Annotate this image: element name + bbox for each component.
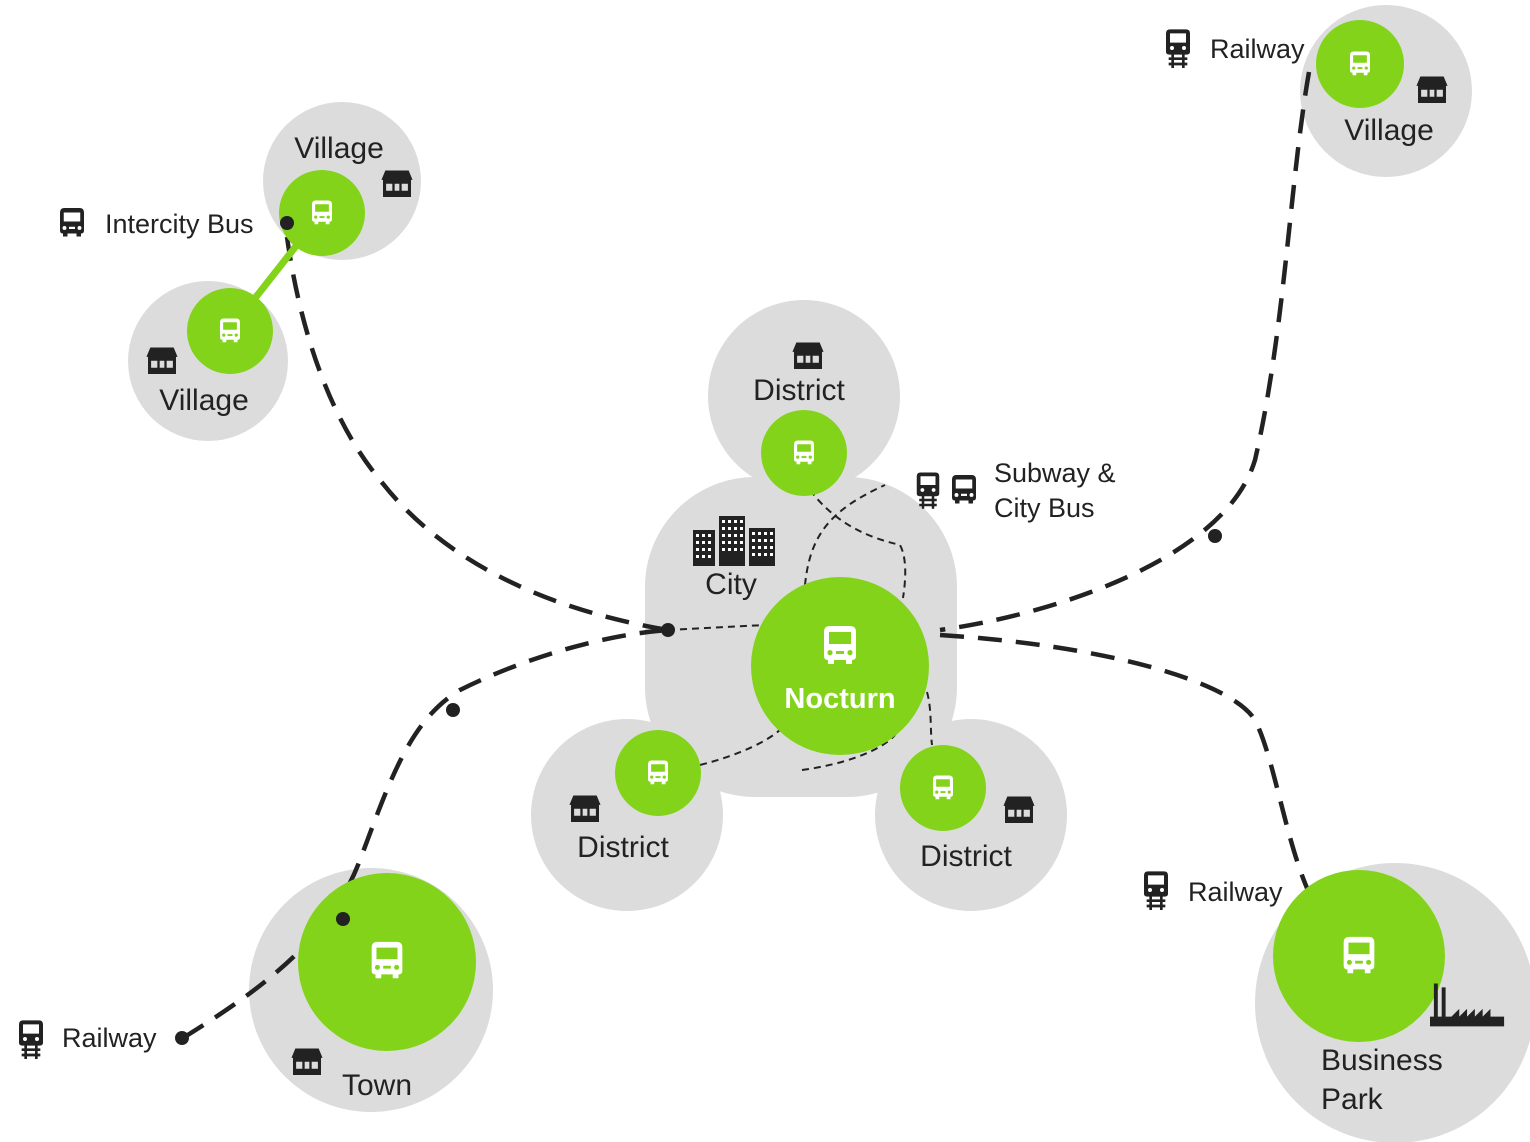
train-icon <box>19 1020 43 1059</box>
route-intercity-bus <box>284 236 669 633</box>
stop-district-n[interactable] <box>761 410 847 496</box>
nocturn-label: Nocturn <box>784 683 895 715</box>
labels: Village Village Village District City Di… <box>62 34 1443 1116</box>
stop-village-ne[interactable] <box>1316 20 1404 108</box>
house-icon <box>146 347 178 374</box>
city-local-lines <box>667 484 933 771</box>
stop-nocturn[interactable]: Nocturn <box>751 577 929 755</box>
route-railway-se <box>939 632 1313 896</box>
junction-dot <box>280 216 294 230</box>
label-village-w: Village <box>159 384 249 417</box>
label-village-nw: Village <box>294 132 384 165</box>
stops: Nocturn <box>187 20 1445 1051</box>
house-icon <box>381 170 413 197</box>
stop-village-w[interactable] <box>187 288 273 374</box>
label-subway-2: City Bus <box>994 493 1095 523</box>
stop-village-nw[interactable] <box>279 170 365 256</box>
label-town: Town <box>342 1069 412 1102</box>
label-district-n: District <box>753 374 845 407</box>
stop-district-se[interactable] <box>900 745 986 831</box>
bus-icon <box>933 775 953 800</box>
label-intercity-bus: Intercity Bus <box>105 209 254 239</box>
bus-icon <box>220 318 240 343</box>
label-village-ne: Village <box>1344 114 1434 147</box>
label-railway-ne: Railway <box>1210 34 1305 64</box>
label-district-sw: District <box>577 831 669 864</box>
junctions <box>175 216 1222 1045</box>
local-line <box>804 484 886 586</box>
stop-business-park[interactable] <box>1273 870 1445 1042</box>
label-district-se: District <box>920 840 1012 873</box>
bus-icon <box>794 440 814 465</box>
route-railway-ne <box>939 71 1312 633</box>
route-railway-sw <box>181 627 669 1040</box>
label-business-park-1: Business <box>1321 1044 1443 1077</box>
label-subway-1: Subway & <box>994 458 1116 488</box>
train-icon <box>916 472 940 509</box>
local-line <box>699 727 783 766</box>
junction-dot <box>175 1031 189 1045</box>
local-line <box>667 624 766 631</box>
bus-icon <box>1343 936 1375 974</box>
stop-district-sw[interactable] <box>615 730 701 816</box>
junction-dot <box>446 703 460 717</box>
junction-dot <box>661 623 675 637</box>
bus-icon <box>952 475 976 504</box>
label-railway-se: Railway <box>1188 877 1283 907</box>
local-line <box>926 691 933 746</box>
bus-icon <box>371 941 403 979</box>
junction-dot <box>336 912 350 926</box>
stop-town[interactable] <box>298 873 476 1051</box>
label-railway-sw: Railway <box>62 1023 157 1053</box>
bus-icon <box>824 626 856 664</box>
bus-icon <box>1350 51 1370 76</box>
house-icon <box>569 795 601 822</box>
local-line <box>801 734 896 771</box>
bus-icon <box>312 200 332 225</box>
label-business-park-2: Park <box>1321 1083 1384 1116</box>
house-icon <box>1003 796 1035 823</box>
train-icon <box>1144 871 1168 910</box>
area-district-n <box>708 300 900 492</box>
train-icon <box>1166 29 1190 68</box>
house-icon <box>792 342 824 369</box>
bus-icon <box>648 760 668 785</box>
junction-dot <box>1208 529 1222 543</box>
label-city: City <box>705 568 757 601</box>
bus-icon <box>60 208 84 237</box>
routes <box>181 71 1313 1040</box>
